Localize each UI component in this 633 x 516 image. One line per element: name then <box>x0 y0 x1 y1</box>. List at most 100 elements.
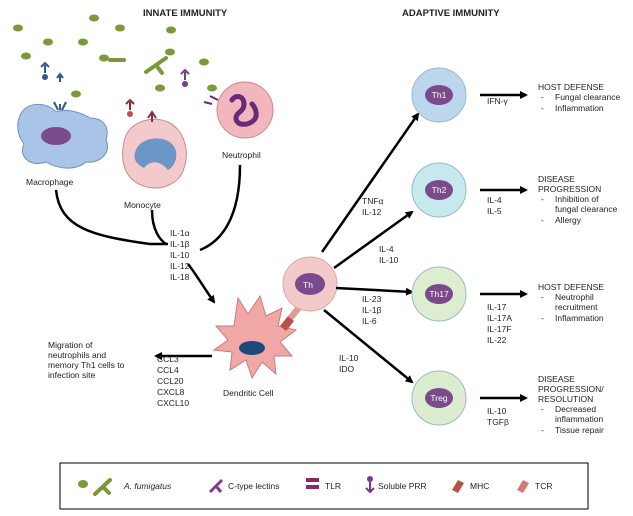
soluble-prr-legend-icon <box>365 476 375 494</box>
fungus-spore-icon <box>13 24 23 32</box>
subset-name: Treg <box>430 393 447 403</box>
subset-outcome-title: HOST DEFENSE <box>538 282 604 292</box>
fungus-spore-icon <box>165 48 175 56</box>
subset-outcome-title: DISEASE <box>538 174 575 184</box>
subset-outcome-item: recruitment <box>555 302 598 312</box>
macrophage-label: Macrophage <box>26 177 74 187</box>
monocyte-receptor-icon <box>147 110 157 122</box>
soluble-prr-legend-label: Soluble PRR <box>378 481 427 491</box>
migration-text-line: neutrophils and <box>48 350 106 360</box>
outcome-bullet: - <box>541 103 544 113</box>
outcome-bullet: - <box>541 194 544 204</box>
subset-th17-cell: Th17 <box>411 266 467 322</box>
subset-name: Th1 <box>432 90 447 100</box>
th1-polarizing-cytokine: TNFα <box>362 196 384 206</box>
innate-cytokine: IL-1β <box>170 239 190 249</box>
mhc-legend-label: MHC <box>470 481 489 491</box>
mhc-icon <box>280 316 294 331</box>
th-to-th2-arrow <box>333 210 414 270</box>
outcome-bullet: - <box>541 92 544 102</box>
ctype-lectin-legend-label: C-type lectins <box>228 481 280 491</box>
afumigatus-legend-label: A. fumigatus <box>123 481 172 491</box>
fungus-spore-icon <box>43 38 53 46</box>
innate-cytokine: IL-18 <box>170 272 190 282</box>
macrophage-connector <box>54 189 168 246</box>
monocyte-label: Monocyte <box>124 200 161 210</box>
outcome-bullet: - <box>541 404 544 414</box>
subset-th2-cell: Th2 <box>411 162 467 218</box>
tcr-icon <box>288 306 301 320</box>
fungus-spore-icon <box>207 84 217 92</box>
subset-cytokine: TGFβ <box>487 417 509 427</box>
subset-th1-cell: Th1 <box>411 67 467 123</box>
cytokine-to-dc-arrow <box>187 263 216 304</box>
naive-th-cell: Th <box>282 256 338 312</box>
th17-polarizing-cytokine: IL-6 <box>362 316 377 326</box>
tcr-legend-icon <box>517 480 529 493</box>
adaptive-immunity-header: ADAPTIVE IMMUNITY <box>402 8 500 19</box>
macrophage-nucleus <box>41 127 71 145</box>
subset-name: Th2 <box>432 185 447 195</box>
subset-cytokine: IL-5 <box>487 206 502 216</box>
subset-outcome-item: Fungal clearance <box>555 92 620 102</box>
subset-outcome-title: PROGRESSION <box>538 184 601 194</box>
chemokine: CCL4 <box>157 365 179 375</box>
fungus-spore-icon <box>166 26 176 34</box>
legend: A. fumigatus C-type lectins TLR Soluble … <box>59 462 589 510</box>
subset-outcome-item: Inhibition of <box>555 194 599 204</box>
treg-polarizing-cytokine: IL-10 <box>339 353 359 363</box>
th-to-th1-arrow <box>320 112 420 253</box>
subset-cytokine: IL-22 <box>487 335 507 345</box>
chemokine: CCL20 <box>157 376 184 386</box>
soluble-prr-icons <box>40 61 190 117</box>
fungus-spore-icon <box>89 14 99 22</box>
fungus-spore-icon <box>115 24 125 32</box>
fungus-spore-icon <box>71 90 81 98</box>
th-to-treg-arrow <box>323 309 414 384</box>
fungus-spore-icon <box>199 58 209 66</box>
subset-treg-cell: Treg <box>411 370 467 426</box>
neutrophil-label: Neutrophil <box>222 150 261 160</box>
subset-outcome-item: Neutrophil <box>555 292 594 302</box>
migration-text-line: memory Th1 cells to <box>48 360 125 370</box>
subset-outcome-item: Inflammation <box>555 313 604 323</box>
subset-outcome-item: inflammation <box>555 414 603 424</box>
fungus-spore-icon <box>155 84 165 92</box>
dendritic-cell <box>212 294 301 380</box>
chemokine: CCL3 <box>157 354 179 364</box>
neutrophil-receptor-icon <box>203 95 219 105</box>
innate-cytokine: IL-1α <box>170 228 190 238</box>
subset-outcome-title: HOST DEFENSE <box>538 82 604 92</box>
dendritic-cell-label: Dendritic Cell <box>223 388 274 398</box>
innate-immunity-header: INNATE IMMUNITY <box>143 8 228 19</box>
th-to-th17-arrow <box>335 286 414 296</box>
subset-cytokine: IL-4 <box>487 195 502 205</box>
subset-cytokine: IFN-γ <box>487 96 509 106</box>
subset-name: Th17 <box>429 289 449 299</box>
tcr-legend-label: TCR <box>535 481 552 491</box>
migration-text-line: infection site <box>48 370 96 380</box>
tlr-legend-icon <box>306 478 319 489</box>
subset-cytokine: IL-10 <box>487 406 507 416</box>
macrophage-ctype-lectin-icon <box>53 101 67 111</box>
innate-cytokine: IL-10 <box>170 250 190 260</box>
th17-polarizing-cytokine: IL-23 <box>362 294 382 304</box>
dendritic-nucleus <box>239 341 265 355</box>
treg-polarizing-cytokine: IDO <box>339 364 355 374</box>
monocyte-cell <box>122 110 187 189</box>
afumigatus-legend-icon <box>78 478 112 496</box>
tlr-legend-label: TLR <box>325 481 341 491</box>
subset-outcome-item: Tissue repair <box>555 425 604 435</box>
subset-outcome-item: Inflammation <box>555 103 604 113</box>
fungus-hypha-icon <box>144 56 168 75</box>
fungus-spore-icon <box>21 52 31 60</box>
subset-cytokine: IL-17 <box>487 302 507 312</box>
fungus-spore-icon <box>99 54 109 62</box>
macrophage-cell <box>17 101 108 169</box>
th2-polarizing-cytokine: IL-10 <box>379 255 399 265</box>
outcome-bullet: - <box>541 215 544 225</box>
monocyte-connector <box>150 209 167 246</box>
